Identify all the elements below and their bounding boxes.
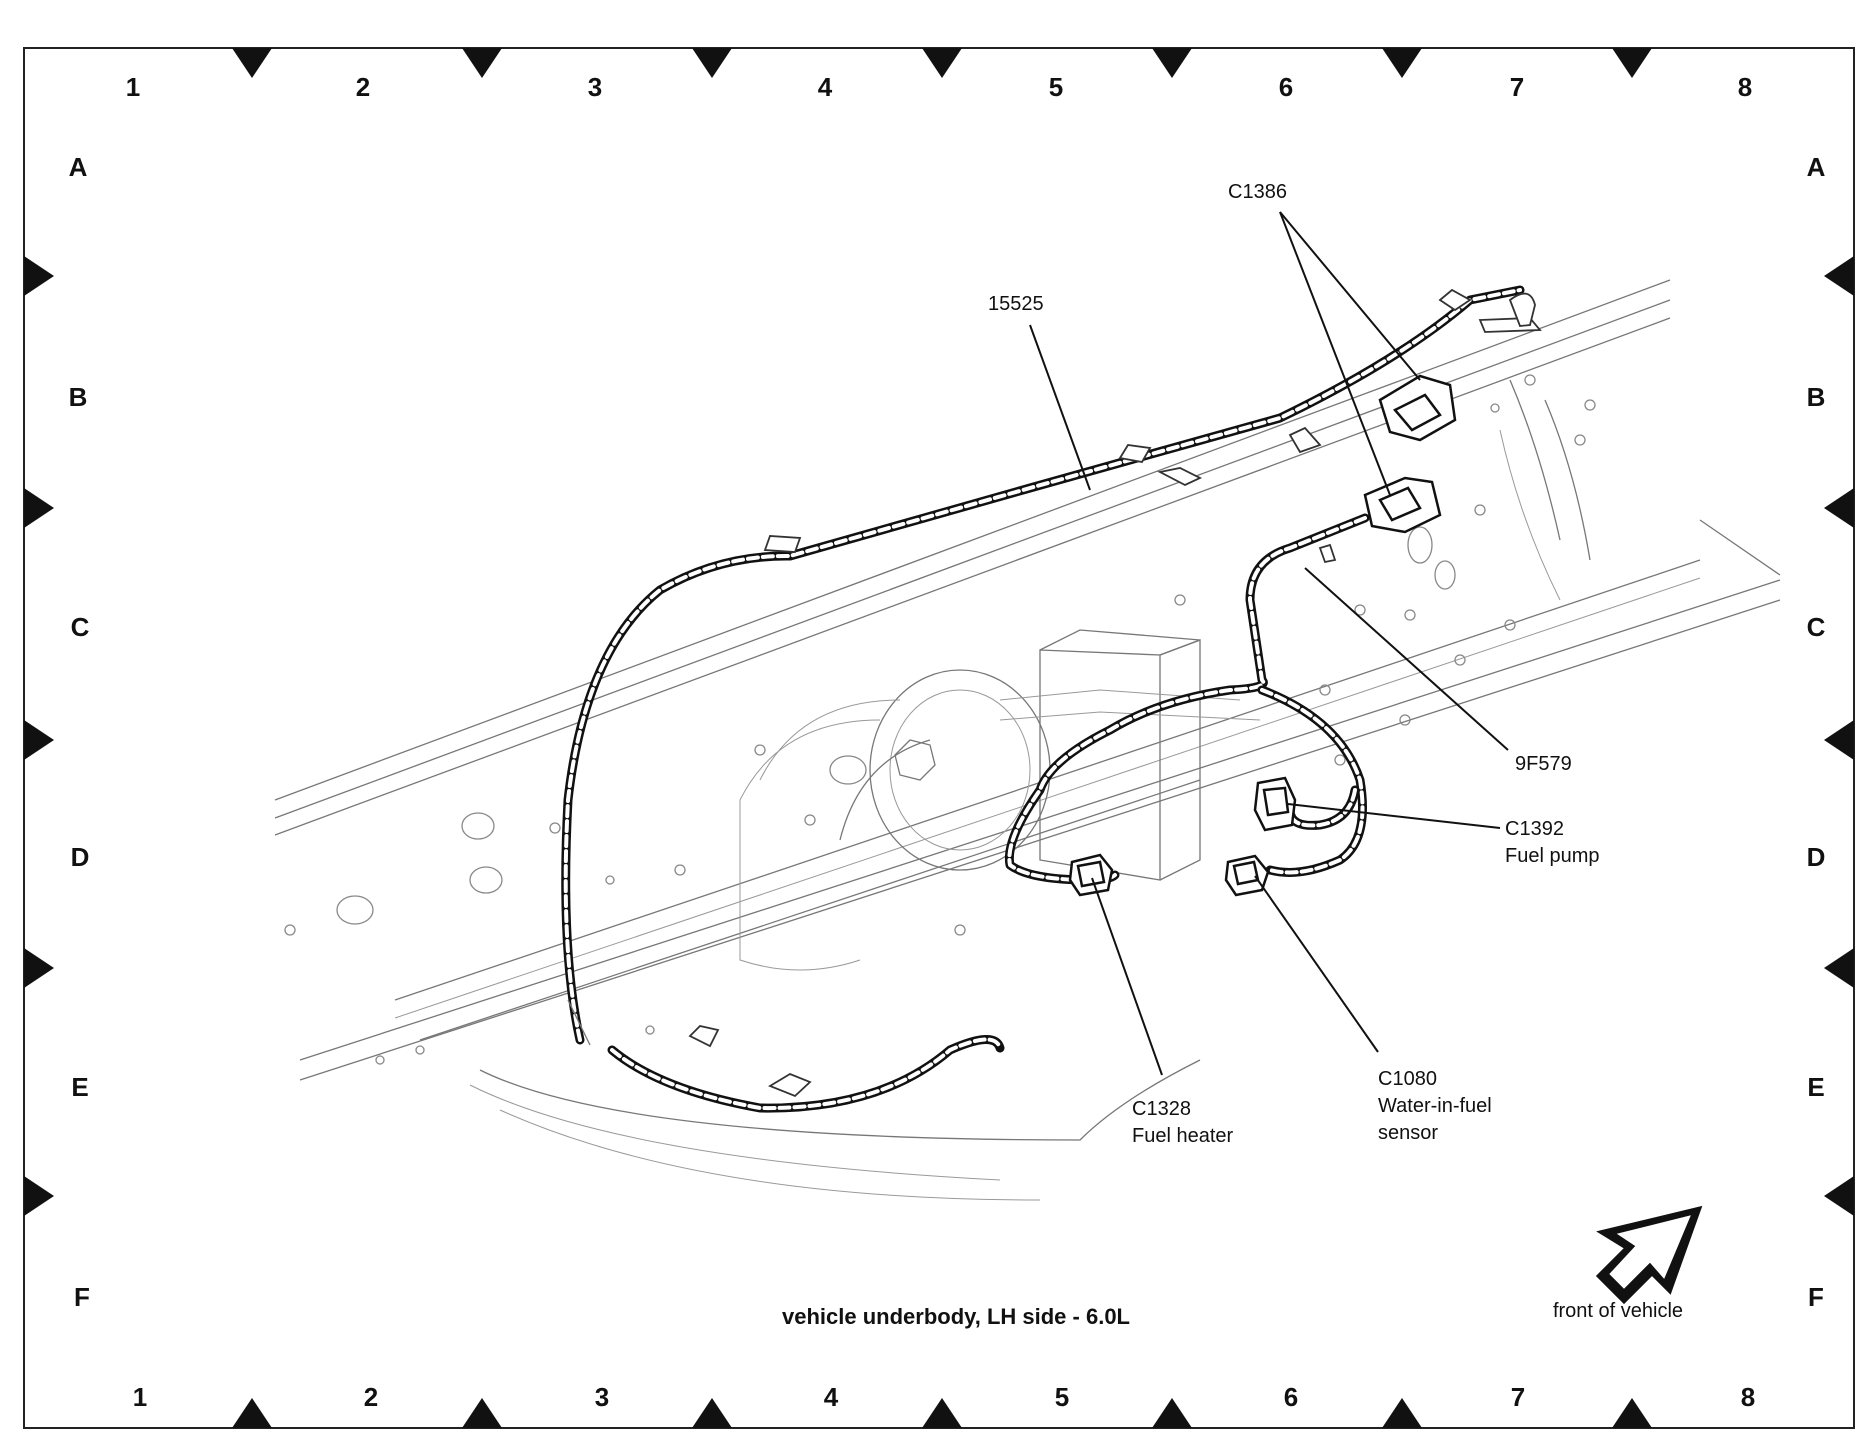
harness-15525 xyxy=(561,285,1525,1113)
right-grid-markers xyxy=(1824,256,1854,1216)
front-of-vehicle-label: front of vehicle xyxy=(1553,1300,1683,1322)
front-direction-arrow-icon xyxy=(1595,1205,1703,1305)
row-label: A xyxy=(69,152,88,182)
row-label: F xyxy=(74,1282,90,1312)
diagram-caption: vehicle underbody, LH side - 6.0L xyxy=(782,1304,1130,1329)
col-label: 2 xyxy=(364,1382,378,1412)
row-label: B xyxy=(69,382,88,412)
col-label: 1 xyxy=(126,72,140,102)
row-label: D xyxy=(1807,842,1826,872)
row-label: F xyxy=(1808,1282,1824,1312)
callout-c1392-id: C1392 xyxy=(1505,818,1564,840)
row-label: E xyxy=(1807,1072,1824,1102)
col-label: 5 xyxy=(1049,72,1063,102)
col-label: 8 xyxy=(1741,1382,1755,1412)
col-label: 7 xyxy=(1510,72,1524,102)
col-label: 1 xyxy=(133,1382,147,1412)
row-label: C xyxy=(71,612,90,642)
left-row-labels: A B C D E F xyxy=(69,152,90,1312)
col-label: 4 xyxy=(818,72,833,102)
leader-lines xyxy=(1029,211,1509,1076)
bottom-column-labels: 1 2 3 4 5 6 7 8 xyxy=(133,1382,1755,1412)
col-label: 4 xyxy=(824,1382,839,1412)
callout-labels: C1386 15525 9F579 C1392 Fuel pump C1328 … xyxy=(988,181,1600,1147)
col-label: 3 xyxy=(588,72,602,102)
harness-9f579 xyxy=(1004,513,1370,885)
col-label: 6 xyxy=(1284,1382,1298,1412)
bottom-grid-markers xyxy=(232,1398,1652,1428)
col-label: 5 xyxy=(1055,1382,1069,1412)
row-label: C xyxy=(1807,612,1826,642)
callout-c1392-desc: Fuel pump xyxy=(1505,845,1600,867)
harness-clips xyxy=(688,288,1542,1098)
frame-holes xyxy=(284,374,1596,1065)
top-column-labels: 1 2 3 4 5 6 7 8 xyxy=(126,72,1752,102)
callout-c1080-line2: Water-in-fuel xyxy=(1378,1095,1492,1117)
callout-harness-15525: 15525 xyxy=(988,293,1044,315)
left-grid-markers xyxy=(24,256,54,1216)
fuel-module-drawing xyxy=(739,629,1261,971)
callout-harness-9f579: 9F579 xyxy=(1515,753,1572,775)
callout-c1328-desc: Fuel heater xyxy=(1132,1125,1234,1147)
callout-c1080-line3: sensor xyxy=(1378,1122,1438,1144)
top-grid-markers xyxy=(232,48,1652,78)
col-label: 8 xyxy=(1738,72,1752,102)
col-label: 2 xyxy=(356,72,370,102)
col-label: 6 xyxy=(1279,72,1293,102)
connectors xyxy=(1068,374,1457,897)
callout-c1080-id: C1080 xyxy=(1378,1068,1437,1090)
callout-c1328-id: C1328 xyxy=(1132,1098,1191,1120)
right-row-labels: A B C D E F xyxy=(1807,152,1826,1312)
col-label: 7 xyxy=(1511,1382,1525,1412)
row-label: E xyxy=(71,1072,88,1102)
frame-rail-drawing xyxy=(274,279,1781,1201)
row-label: D xyxy=(71,842,90,872)
callout-c1386: C1386 xyxy=(1228,181,1287,203)
row-label: A xyxy=(1807,152,1826,182)
diagram-border xyxy=(23,47,1855,1429)
row-label: B xyxy=(1807,382,1826,412)
col-label: 3 xyxy=(595,1382,609,1412)
